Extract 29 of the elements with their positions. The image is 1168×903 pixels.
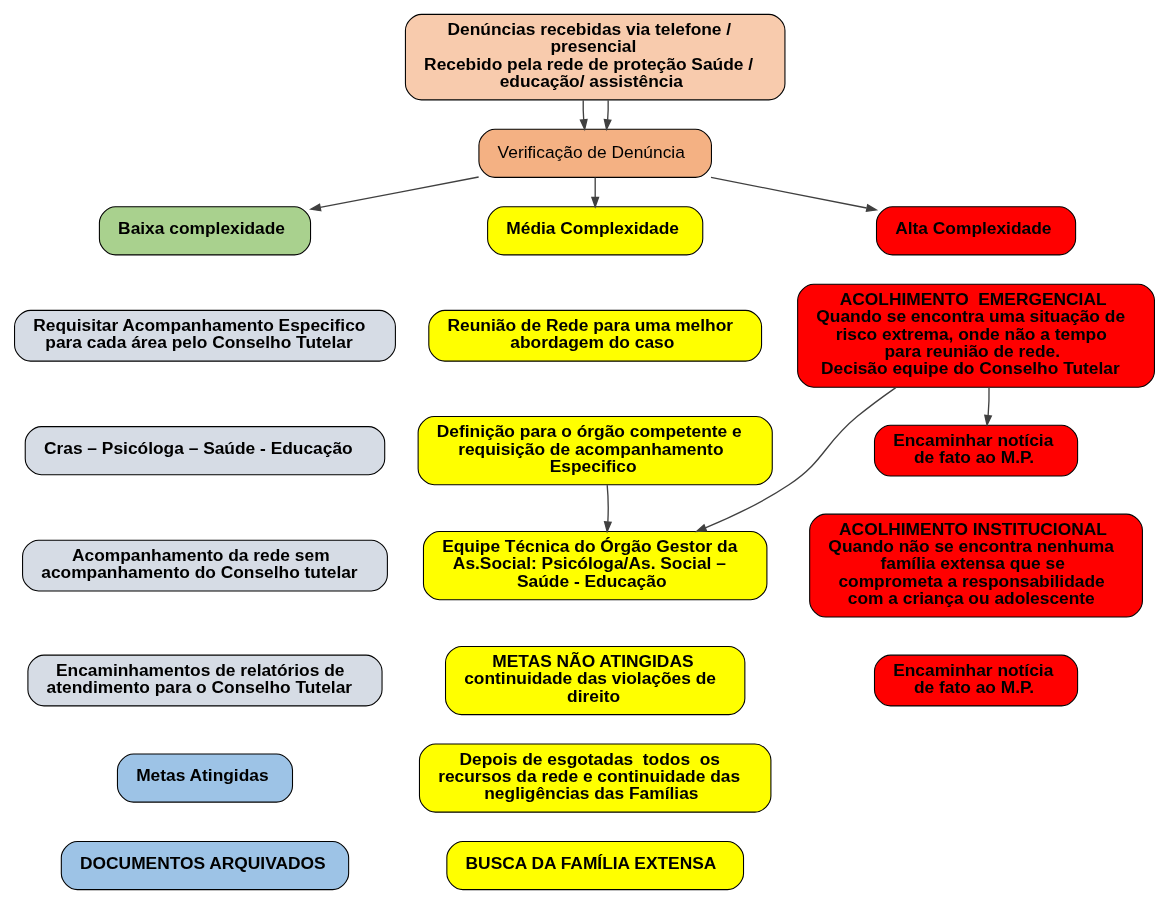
node-box: Verificação de Denúncia [477, 128, 712, 178]
node-box: Encaminhamentos de relatórios de atendimento para o Conselho Tutelar [26, 654, 383, 706]
arrow [578, 99, 588, 131]
node-box: Encaminhar notícia de fato ao M.P. [873, 654, 1078, 706]
node-box: Metas Atingidas [116, 753, 293, 803]
arrow [603, 483, 612, 533]
node-box: Média Complexidade [486, 205, 703, 255]
arrow [709, 176, 878, 212]
node-box: DOCUMENTOS ARQUIVADOS [60, 840, 349, 890]
node-box: Reunião de Rede para uma melhor abordagem do caso [427, 309, 762, 362]
node-box: Definição para o órgão competente e requisição de acompanhamento Especifico [417, 415, 773, 485]
node-box: Equipe Técnica do Órgão Gestor da As.Social: Psicóloga/As. Social – Saúde - Educação [422, 530, 767, 600]
arrow [590, 176, 599, 209]
arrow [603, 99, 612, 131]
node-box: Baixa complexidade [98, 205, 311, 255]
node-box: Alta Complexidade [875, 205, 1076, 255]
node-box: Denúncias recebidas via telefone / presencial Recebido pela rede de proteção Saúde / educação/ assistência [404, 13, 785, 100]
node-box: Acompanhamento da rede sem acompanhamento do Conselho tutelar [21, 539, 388, 591]
node-box: ACOLHIMENTO EMERGENCIAL Quando se encontra uma situação de risco extrema, onde não a tempo para reunião de rede. Decisão equipe do Conselho Tutelar [796, 283, 1155, 388]
node-box: Depois de esgotadas todos os recursos da rede e continuidade das negligências das Famílias [418, 742, 771, 813]
node-box: BUSCA DA FAMÍLIA EXTENSA [445, 840, 744, 890]
arrow [694, 386, 896, 532]
node-box: ACOLHIMENTO INSTITUCIONAL Quando não se encontra nenhuma família extensa que se comprometa a responsabilidade com a criança ou adolescente [808, 513, 1143, 618]
arrow [308, 175, 479, 211]
node-box: METAS NÃO ATINGIDAS continuidade das violações de direito [444, 645, 745, 715]
node-box: Requisitar Acompanhamento Especifico para cada área pelo Conselho Tutelar [13, 309, 396, 362]
node-box: Cras – Psicóloga – Saúde - Educação [24, 425, 385, 475]
node-box: Encaminhar notícia de fato ao M.P. [873, 424, 1078, 477]
arrow [983, 386, 992, 427]
